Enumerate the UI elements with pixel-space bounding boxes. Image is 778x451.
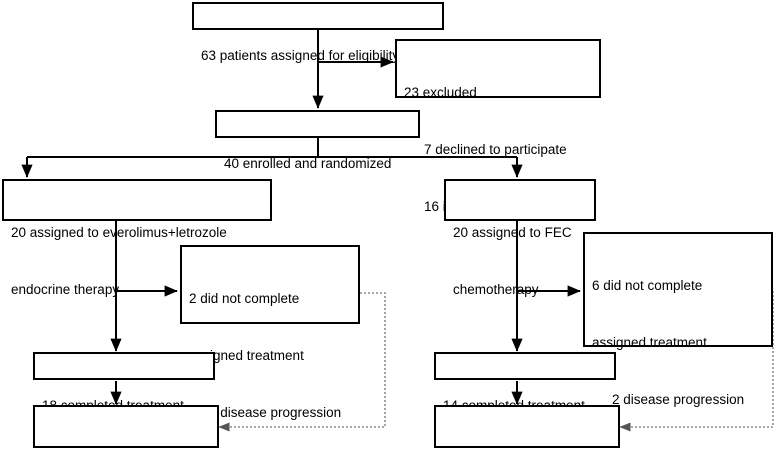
node-right-arm-assigned-line-2: chemotherapy (453, 282, 539, 297)
node-left-discontinued-line-1: 2 did not complete (189, 291, 300, 306)
node-right-arm-assigned-line-1: 20 assigned to FEC (453, 225, 572, 240)
node-left-discontinued: 2 did not complete assigned treatment 1 … (180, 245, 360, 420)
node-right-discontinued: 6 did not complete assigned treatment 2 … (583, 232, 773, 451)
node-right-discontinued-line-4: 1 adverse events (592, 447, 764, 451)
node-right-discontinued-line-3: 2 disease progression (612, 392, 745, 407)
node-right-completed: 14 completed treatment (434, 352, 616, 413)
node-left-completed: 18 completed treatment (33, 352, 215, 413)
node-left-arm-assigned-line-2: endocrine therapy (11, 282, 120, 297)
node-right-discontinued-line-1: 6 did not complete (592, 278, 703, 293)
node-excluded: 23 excluded 7 declined to participate 16… (395, 39, 601, 214)
node-left-arm-assigned: 20 assigned to everolimus+letrozole endo… (2, 179, 272, 297)
edge-left-discontinued-to-itt-dotted (218, 292, 386, 432)
node-enrolled-line-1: 40 enrolled and randomized (224, 156, 392, 171)
node-right-discontinued-line-2: assigned treatment (592, 335, 707, 350)
node-left-itt: 20 included in intention- to-treat analy… (33, 405, 219, 448)
node-left-arm-assigned-line-1: 20 assigned to everolimus+letrozole (11, 225, 227, 240)
node-enrolled: 40 enrolled and randomized (215, 110, 420, 171)
node-eligibility: 63 patients assigned for eligibility (192, 2, 444, 63)
node-right-arm-assigned: 20 assigned to FEC chemotherapy (444, 179, 596, 297)
node-excluded-line-1: 23 excluded (404, 85, 477, 100)
node-excluded-line-2: 7 declined to participate (424, 142, 567, 157)
node-right-itt: 20 included in intention- to-treat analy… (434, 405, 620, 448)
edge-right-discontinued-to-itt-dotted (619, 291, 774, 432)
